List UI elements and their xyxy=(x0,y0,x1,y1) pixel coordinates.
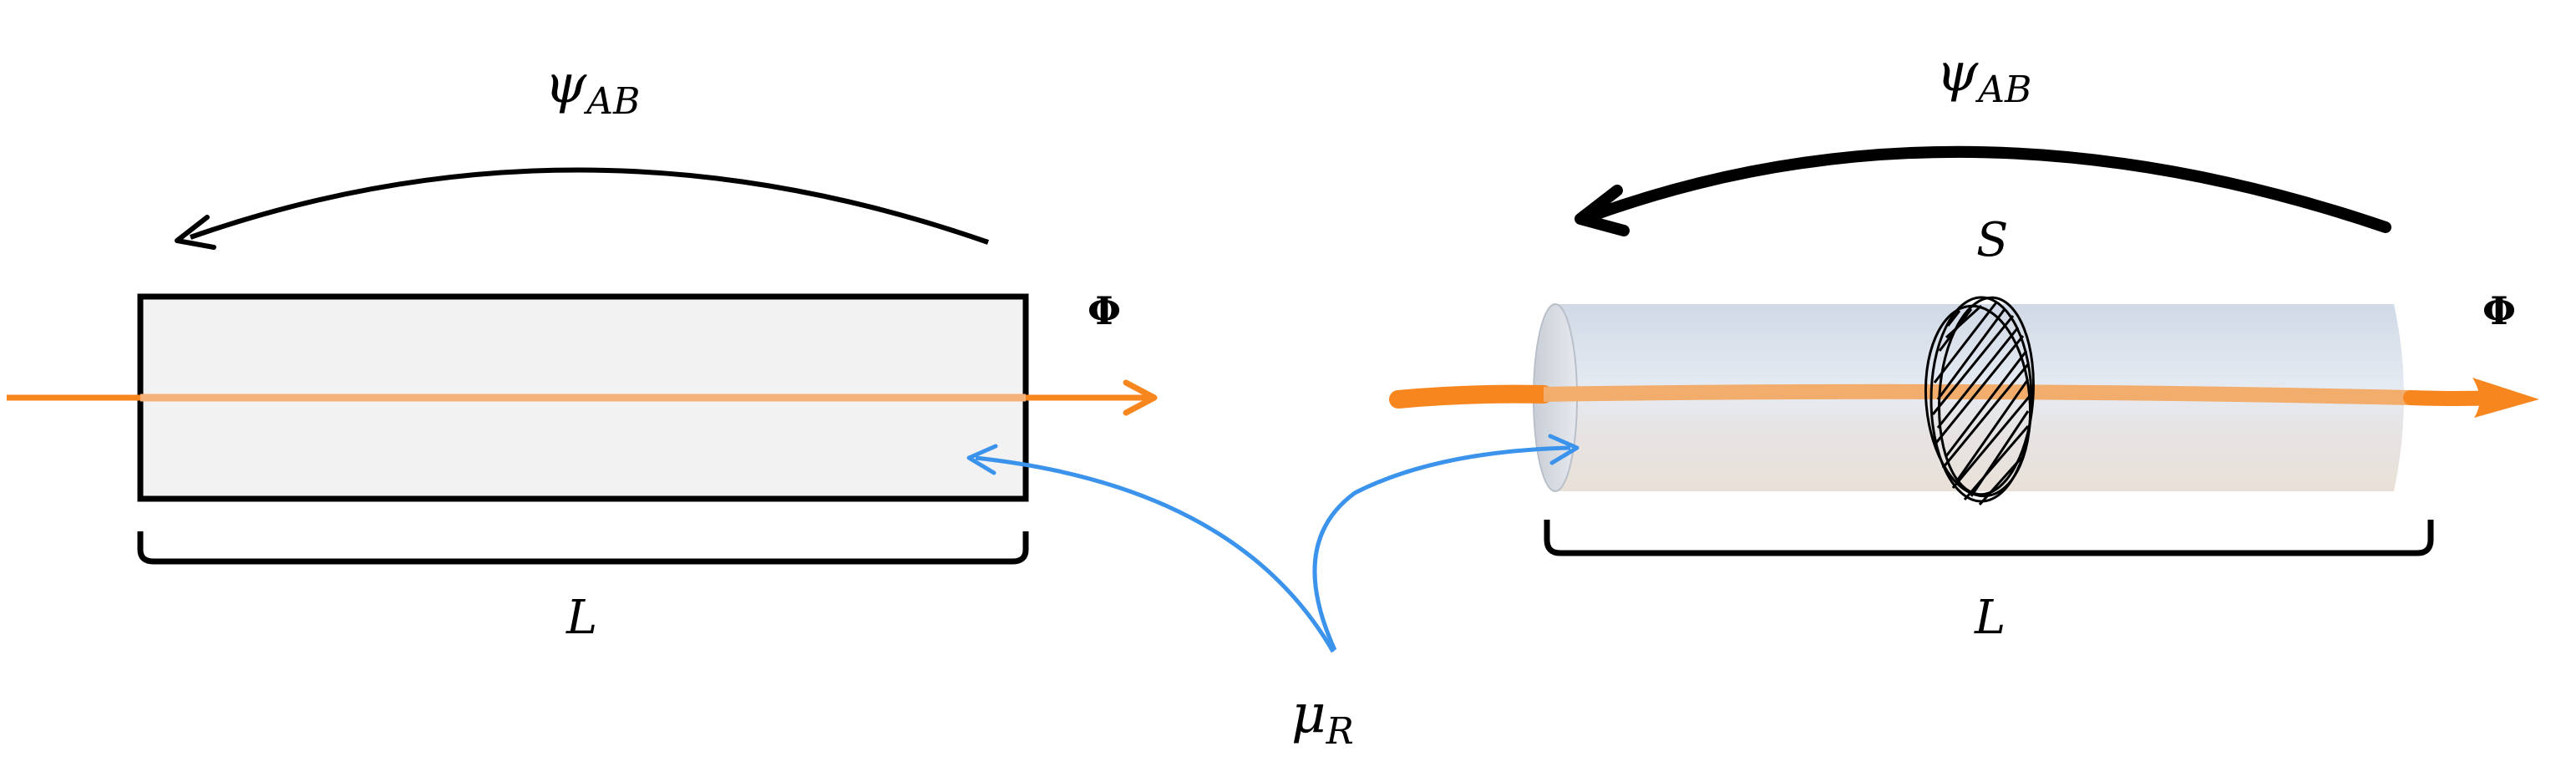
mu-pointer-right-arrowhead xyxy=(1548,434,1580,465)
left-phi-label: Φ xyxy=(1088,288,1121,333)
left-psi-subscript: AB xyxy=(583,80,640,123)
mu-subscript: R xyxy=(1326,710,1354,753)
left-length-label: L xyxy=(565,591,597,645)
right-psi-label: ψAB xyxy=(1936,42,2031,111)
mu-label: μR xyxy=(1291,683,1354,753)
right-flux-line-inside xyxy=(1543,383,2411,405)
left-psi-label: ψAB xyxy=(545,53,640,123)
right-flux-line-outer-left xyxy=(1389,384,1553,409)
mu-pointer-right xyxy=(1312,445,1571,652)
mu-pointer-left xyxy=(975,455,1336,653)
right-psi-subscript: AB xyxy=(1975,69,2031,111)
left-psi-arrow xyxy=(190,167,989,245)
right-length-label: L xyxy=(1974,591,2006,645)
left-length-bracket xyxy=(137,531,1029,565)
mu-pointer-group: μR xyxy=(966,434,1580,753)
right-psi-arrow xyxy=(1591,145,2391,233)
left-psi-symbol: ψ xyxy=(545,53,587,115)
left-psi-arrowhead xyxy=(175,215,216,250)
surface-s-hatch xyxy=(1924,296,2035,505)
right-psi-symbol: ψ xyxy=(1936,42,1979,104)
mu-symbol: μ xyxy=(1291,683,1326,745)
right-phi-label: Φ xyxy=(2482,288,2516,333)
right-length-bracket xyxy=(1544,520,2434,556)
right-flux-arrowhead xyxy=(2472,378,2539,418)
left-flux-arrowhead xyxy=(1123,379,1158,416)
right-panel: ψAB S Φ L xyxy=(1389,42,2539,645)
mu-pointer-left-arrowhead xyxy=(966,444,998,475)
right-psi-arrowhead xyxy=(1575,185,1630,236)
right-surface-label: S xyxy=(1976,213,2008,267)
left-panel: ψAB Φ L xyxy=(7,53,1158,645)
